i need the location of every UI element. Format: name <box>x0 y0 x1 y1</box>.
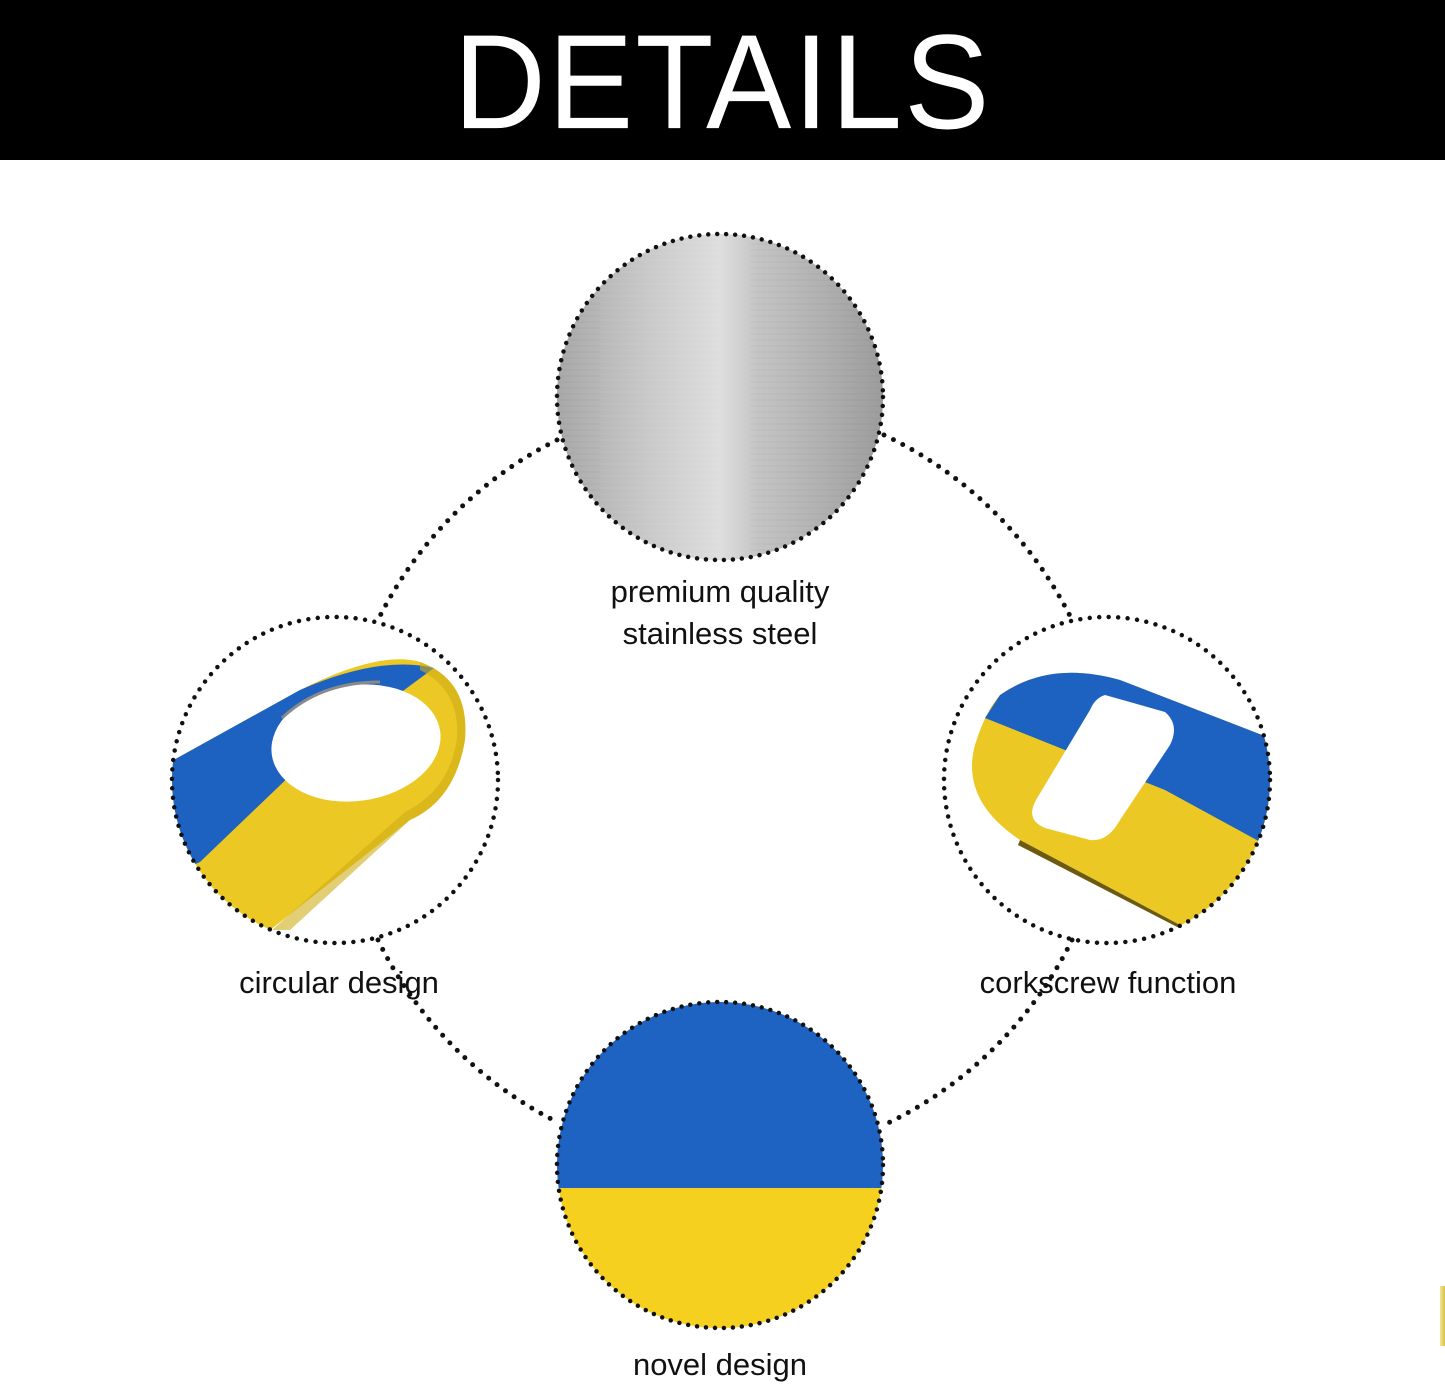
steel-swatch-circle <box>554 231 886 563</box>
header-banner: DETAILS <box>0 0 1445 160</box>
caption-circular-design: circular design <box>139 962 539 1004</box>
caption-line: stainless steel <box>622 616 818 651</box>
caption-premium-quality: premium quality stainless steel <box>520 571 920 655</box>
page-title: DETAILS <box>453 7 992 158</box>
caption-novel-design: novel design <box>520 1344 920 1386</box>
novel-design-circle <box>554 999 886 1331</box>
circular-design-circle <box>169 614 501 946</box>
caption-line: novel design <box>632 1347 808 1382</box>
caption-line: corkscrew function <box>979 965 1237 1000</box>
corkscrew-function-circle <box>941 614 1273 946</box>
caption-line: premium quality <box>610 574 830 609</box>
caption-corkscrew-function: corkscrew function <box>908 962 1308 1004</box>
caption-line: circular design <box>239 965 439 1000</box>
connector-ring <box>375 432 1075 1128</box>
edge-artifact-strip <box>1440 1286 1445 1346</box>
